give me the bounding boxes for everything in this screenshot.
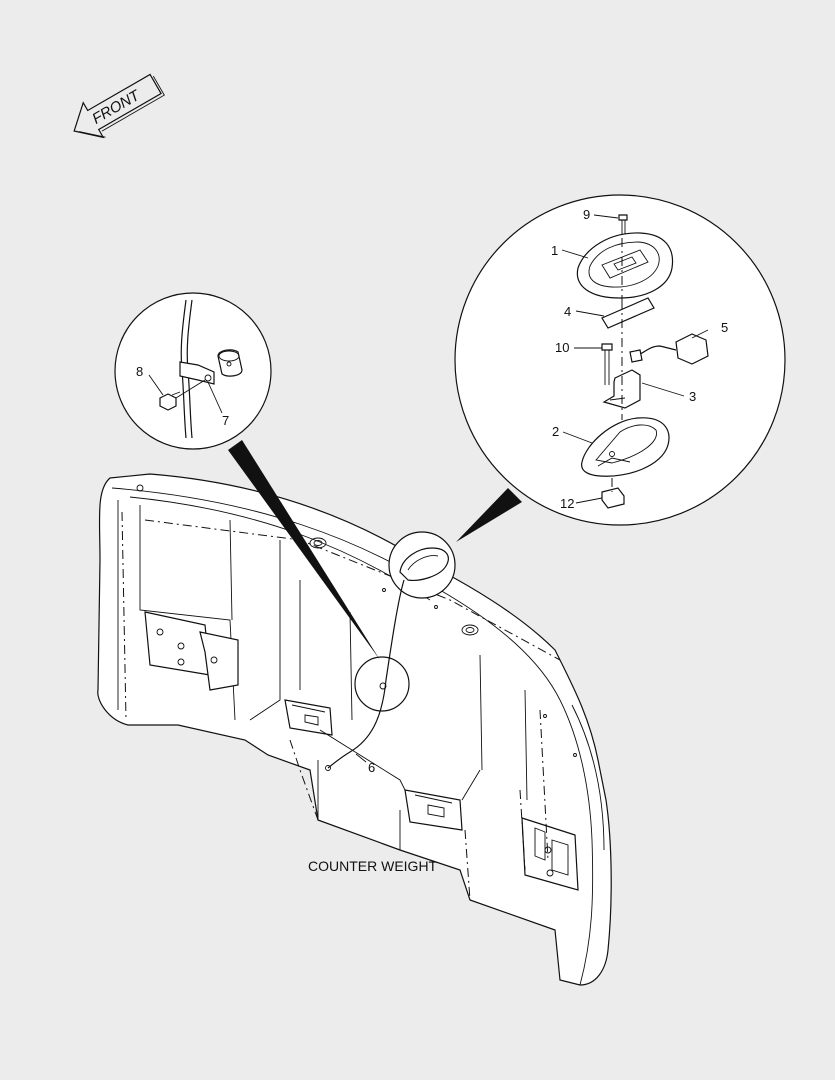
callout-7: 7 (222, 413, 229, 428)
pointer-wedge-right (456, 488, 522, 542)
diagram-caption: COUNTER WEIGHT (308, 858, 438, 874)
callout-3: 3 (689, 389, 696, 404)
detail-clip (114, 292, 272, 450)
leader-lines (148, 214, 709, 763)
pointer-wedge-left (228, 440, 380, 660)
callout-10: 10 (555, 340, 569, 355)
detail-lamp-assembly (454, 194, 786, 526)
callout-12: 12 (560, 496, 574, 511)
front-label: FRONT (89, 86, 144, 127)
front-arrow: FRONT (73, 73, 165, 139)
callout-9: 9 (583, 207, 590, 222)
callout-8: 8 (136, 364, 143, 379)
counter-weight (97, 473, 612, 986)
callout-2: 2 (552, 424, 559, 439)
callout-6: 6 (368, 760, 375, 775)
harness-route (325, 579, 410, 771)
callout-4: 4 (564, 304, 571, 319)
callout-5: 5 (721, 320, 728, 335)
callout-1: 1 (551, 243, 558, 258)
lamp-location-detail (388, 531, 456, 599)
